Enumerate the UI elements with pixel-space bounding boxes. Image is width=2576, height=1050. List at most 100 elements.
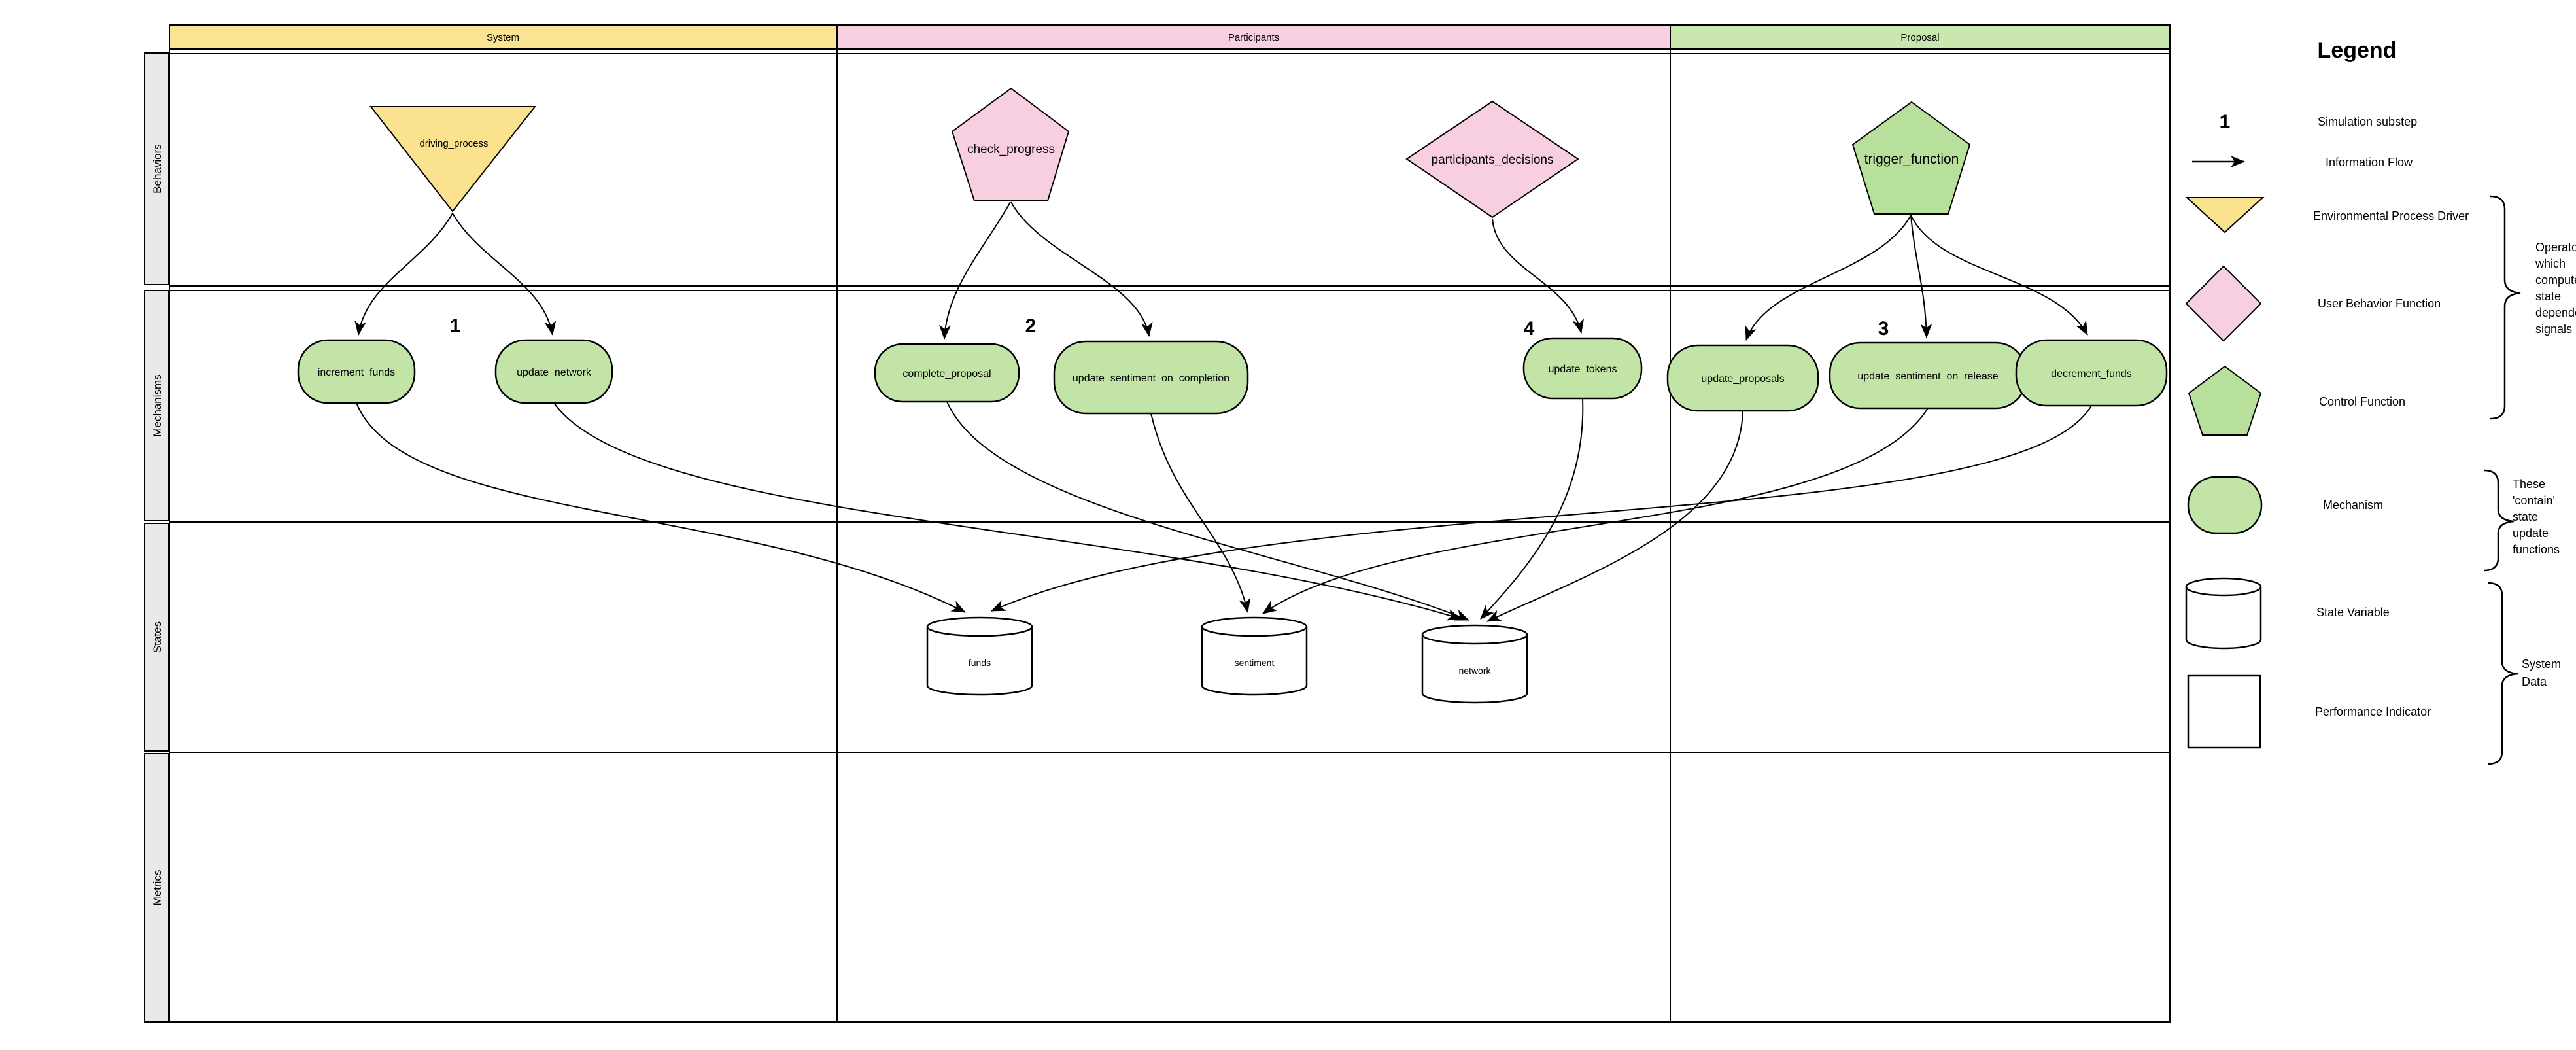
edge-update-network-to-network [553,402,1462,621]
legend-pentagon-icon [2188,365,2262,436]
legend-diamond-icon [2185,265,2262,342]
stadium-shape[interactable] [1522,337,1643,400]
cylinder-body[interactable] [926,627,1033,696]
legend-triangle-down-icon [2185,197,2265,234]
annotation-signal-operators: Operators which compute state dependent … [2535,241,2576,336]
row-header-states[interactable]: States [144,523,169,752]
node-complete-proposal-label: complete_proposal [902,368,991,379]
row-header-mechanisms[interactable]: Mechanisms [144,290,169,521]
node-update-sentiment-on-release[interactable]: update_sentiment_on_release [1829,341,2027,410]
node-trigger-function[interactable]: trigger_function [1851,101,1971,215]
node-update-network[interactable]: update_network [494,339,613,404]
node-sentiment-label: sentiment [1235,657,1275,668]
pentagon-shape[interactable] [1851,101,1971,215]
row-header-mechanisms-cell [144,290,169,521]
stadium-shape[interactable] [1666,344,1819,412]
cylinder-top[interactable] [1201,616,1308,637]
edge-trigger-function-to-update-proposals [1745,215,1912,341]
node-trigger-function-label: trigger_function [1864,152,1959,167]
node-complete-proposal[interactable]: complete_proposal [874,343,1020,403]
edge-update-proposals-to-network [1486,410,1743,622]
node-driving-process[interactable]: driving_process [369,106,537,213]
row-header-behaviors-cell [144,52,169,285]
pentagon-shape[interactable] [951,87,1070,201]
node-participants-decisions[interactable]: participants_decisions [1405,100,1579,219]
column-header-participants-band [836,24,1671,50]
column-header-proposal-label: Proposal [1900,32,1939,43]
table-body [169,48,2171,1023]
legend-performance-indicator-label: Performance Indicator [2315,705,2431,718]
node-update-proposals-label: update_proposals [1701,374,1784,385]
node-decrement-funds[interactable]: decrement_funds [2015,339,2168,407]
triangle-down-shape[interactable] [369,106,537,213]
edge-update-sentiment-on-completion-to-sentiment [1150,413,1251,613]
row-header-metrics-cell [144,753,169,1023]
node-update-network-label: update_network [517,367,592,378]
edge-check-progress-to-update-sentiment-on-completion [1010,201,1153,337]
column-header-participants-label: Participants [1228,32,1279,43]
node-update-tokens[interactable]: update_tokens [1522,337,1643,400]
row-header-metrics-label: Metrics [151,870,163,906]
edge-check-progress-to-complete-proposal [939,201,1011,340]
edge-update-sentiment-on-release-to-sentiment [1262,408,1929,614]
brace-system-data [2487,582,2518,765]
node-participants-decisions-label: participants_decisions [1432,153,1554,167]
substep-number-3: 3 [1878,318,1889,340]
node-update-tokens-label: update_tokens [1549,364,1617,375]
column-header-participants[interactable]: Participants [836,24,1671,50]
legend-stadium-icon [2187,476,2263,534]
row-header-mechanisms-label: Mechanisms [151,374,163,436]
substep-number-2: 2 [1025,315,1037,337]
node-check-progress[interactable]: check_progress [951,87,1070,201]
column-header-system-band [169,24,838,50]
node-network-label: network [1458,665,1491,676]
node-sentiment[interactable]: sentiment [1201,616,1308,696]
annotation-state-update-functions: These 'contain' state update functions [2513,478,2560,556]
stadium-shape[interactable] [297,339,416,404]
node-funds-label: funds [969,657,991,668]
node-update-sentiment-on-release-label: update_sentiment_on_release [1857,371,1998,382]
stadium-shape[interactable] [1053,340,1249,415]
node-update-sentiment-on-completion[interactable]: update_sentiment_on_completion [1053,340,1249,415]
edge-complete-proposal-to-network [946,401,1469,621]
stadium-shape[interactable] [494,339,613,404]
legend-information-flow-label: Information Flow [2326,156,2413,169]
edge-decrement-funds-to-funds [991,405,2092,612]
cylinder-body[interactable] [1421,635,1528,704]
legend-square-icon [2187,674,2261,749]
substep-number-1: 1 [450,315,461,337]
legend-state-variable-label: State Variable [2316,606,2390,619]
row-header-behaviors[interactable]: Behaviors [144,52,169,285]
legend-title: Legend [2318,38,2397,63]
column-header-system[interactable]: System [169,24,838,50]
node-funds[interactable]: funds [926,616,1033,696]
legend-simulation-substep-label: Simulation substep [2318,115,2417,128]
node-increment-funds[interactable]: increment_funds [297,339,416,404]
column-header-proposal[interactable]: Proposal [1670,24,2171,50]
legend-mechanism-label: Mechanism [2323,499,2383,512]
edge-update-tokens-to-network [1480,398,1584,620]
cylinder-body[interactable] [1201,627,1308,696]
node-update-proposals[interactable]: update_proposals [1666,344,1819,412]
diamond-shape[interactable] [1405,100,1579,219]
row-header-metrics[interactable]: Metrics [144,753,169,1023]
cylinder-top[interactable] [926,616,1033,637]
node-check-progress-label: check_progress [967,143,1055,156]
legend: Legend 1 Simulation substep Information … [2185,38,2521,765]
edge-increment-funds-to-funds [356,402,966,613]
stadium-shape[interactable] [874,343,1020,403]
swimlane-table: System Participants Proposal Behaviors M… [144,24,2171,1023]
stadium-shape[interactable] [2015,339,2168,407]
row-header-behaviors-label: Behaviors [151,144,163,194]
substep-number-4: 4 [1524,318,1535,340]
node-increment-funds-label: increment_funds [318,367,395,378]
edge-trigger-function-to-decrement-funds [1910,215,2088,336]
brace-mechanisms [2483,469,2515,572]
cylinder-top[interactable] [1421,624,1528,645]
legend-environmental-process-driver-label: Environmental Process Driver [2313,209,2469,222]
annotation-system-data: System Data [2522,657,2562,688]
legend-control-function-label: Control Function [2319,395,2405,408]
brace-signal-operators [2490,195,2521,420]
row-header-states-cell [144,523,169,752]
node-network[interactable]: network [1421,624,1528,704]
